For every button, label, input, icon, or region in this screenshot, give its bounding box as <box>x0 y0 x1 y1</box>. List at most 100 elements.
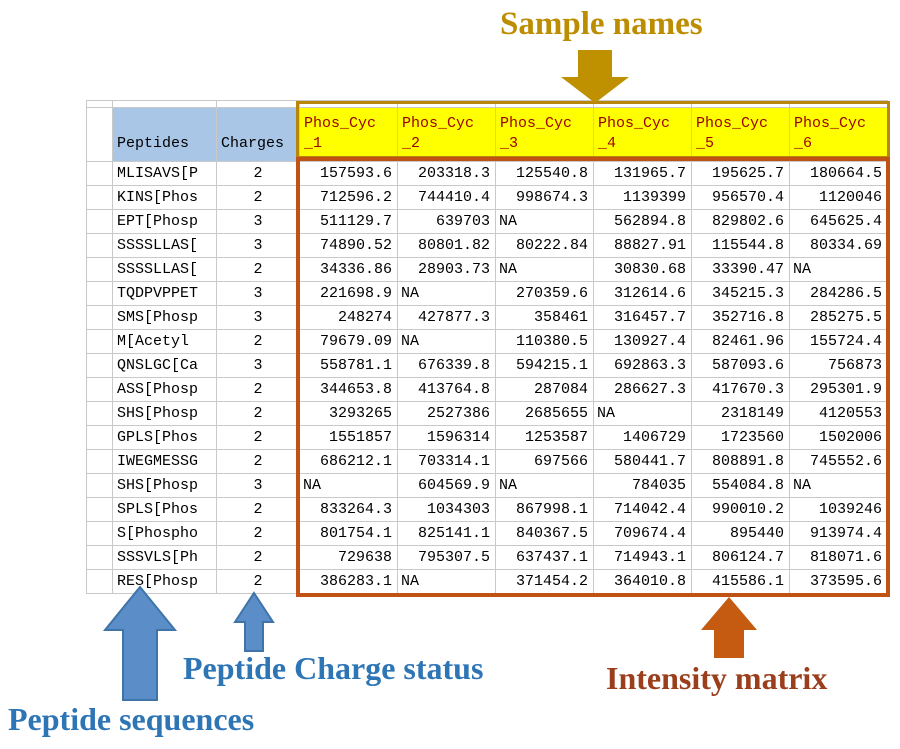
peptide-cell[interactable]: IWEGMESSG <box>113 450 217 474</box>
intensity-cell[interactable]: NA <box>790 258 888 282</box>
charge-cell[interactable]: 2 <box>217 402 300 426</box>
intensity-cell[interactable]: 316457.7 <box>594 306 692 330</box>
intensity-cell[interactable]: 115544.8 <box>692 234 790 258</box>
intensity-cell[interactable]: 2685655 <box>496 402 594 426</box>
intensity-cell[interactable]: NA <box>398 282 496 306</box>
charge-cell[interactable]: 3 <box>217 306 300 330</box>
intensity-cell[interactable]: 248274 <box>300 306 398 330</box>
intensity-cell[interactable]: 312614.6 <box>594 282 692 306</box>
intensity-cell[interactable]: 714042.4 <box>594 498 692 522</box>
intensity-cell[interactable]: 895440 <box>692 522 790 546</box>
intensity-cell[interactable]: 80222.84 <box>496 234 594 258</box>
intensity-cell[interactable]: 562894.8 <box>594 210 692 234</box>
peptide-cell[interactable]: GPLS[Phos <box>113 426 217 450</box>
intensity-cell[interactable]: 1596314 <box>398 426 496 450</box>
intensity-cell[interactable]: 82461.96 <box>692 330 790 354</box>
charge-cell[interactable]: 2 <box>217 162 300 186</box>
intensity-cell[interactable]: 373595.6 <box>790 570 888 594</box>
intensity-cell[interactable]: NA <box>496 258 594 282</box>
peptide-cell[interactable]: RES[Phosp <box>113 570 217 594</box>
intensity-cell[interactable]: 33390.47 <box>692 258 790 282</box>
intensity-cell[interactable]: 676339.8 <box>398 354 496 378</box>
column-header-sample-2[interactable]: Phos_Cyc_2 <box>398 108 496 162</box>
intensity-cell[interactable]: NA <box>398 570 496 594</box>
intensity-cell[interactable]: 840367.5 <box>496 522 594 546</box>
intensity-cell[interactable]: 639703 <box>398 210 496 234</box>
intensity-cell[interactable]: 1039246 <box>790 498 888 522</box>
intensity-cell[interactable]: 74890.52 <box>300 234 398 258</box>
intensity-cell[interactable]: 712596.2 <box>300 186 398 210</box>
intensity-cell[interactable]: 79679.09 <box>300 330 398 354</box>
intensity-cell[interactable]: 30830.68 <box>594 258 692 282</box>
intensity-cell[interactable]: 284286.5 <box>790 282 888 306</box>
charge-cell[interactable]: 2 <box>217 498 300 522</box>
peptide-cell[interactable]: SHS[Phosp <box>113 474 217 498</box>
intensity-cell[interactable]: 1502006 <box>790 426 888 450</box>
peptide-cell[interactable]: QNSLGC[Ca <box>113 354 217 378</box>
intensity-cell[interactable]: 203318.3 <box>398 162 496 186</box>
intensity-cell[interactable]: 913974.4 <box>790 522 888 546</box>
intensity-cell[interactable]: 157593.6 <box>300 162 398 186</box>
intensity-cell[interactable]: 417670.3 <box>692 378 790 402</box>
peptide-cell[interactable]: SSSSLLAS[ <box>113 234 217 258</box>
charge-cell[interactable]: 2 <box>217 426 300 450</box>
intensity-cell[interactable]: 594215.1 <box>496 354 594 378</box>
intensity-cell[interactable]: 358461 <box>496 306 594 330</box>
intensity-cell[interactable]: 88827.91 <box>594 234 692 258</box>
charge-cell[interactable]: 2 <box>217 570 300 594</box>
intensity-cell[interactable]: 808891.8 <box>692 450 790 474</box>
intensity-cell[interactable]: 131965.7 <box>594 162 692 186</box>
intensity-cell[interactable]: 604569.9 <box>398 474 496 498</box>
charge-cell[interactable]: 3 <box>217 282 300 306</box>
intensity-cell[interactable]: 580441.7 <box>594 450 692 474</box>
intensity-cell[interactable]: 286627.3 <box>594 378 692 402</box>
intensity-cell[interactable]: 80334.69 <box>790 234 888 258</box>
column-header-peptides[interactable]: Peptides <box>113 108 217 162</box>
intensity-cell[interactable]: 709674.4 <box>594 522 692 546</box>
peptide-cell[interactable]: M[Acetyl <box>113 330 217 354</box>
intensity-cell[interactable]: 990010.2 <box>692 498 790 522</box>
intensity-cell[interactable]: 697566 <box>496 450 594 474</box>
intensity-cell[interactable]: 130927.4 <box>594 330 692 354</box>
intensity-cell[interactable]: 998674.3 <box>496 186 594 210</box>
intensity-cell[interactable]: 287084 <box>496 378 594 402</box>
intensity-cell[interactable]: 558781.1 <box>300 354 398 378</box>
column-header-charges[interactable]: Charges <box>217 108 300 162</box>
intensity-cell[interactable]: 364010.8 <box>594 570 692 594</box>
intensity-cell[interactable]: 833264.3 <box>300 498 398 522</box>
peptide-cell[interactable]: SPLS[Phos <box>113 498 217 522</box>
intensity-cell[interactable]: 1551857 <box>300 426 398 450</box>
intensity-cell[interactable]: 285275.5 <box>790 306 888 330</box>
intensity-cell[interactable]: 756873 <box>790 354 888 378</box>
peptide-cell[interactable]: EPT[Phosp <box>113 210 217 234</box>
intensity-cell[interactable]: 352716.8 <box>692 306 790 330</box>
column-header-sample-5[interactable]: Phos_Cyc_5 <box>692 108 790 162</box>
peptide-cell[interactable]: TQDPVPPET <box>113 282 217 306</box>
intensity-cell[interactable]: 4120553 <box>790 402 888 426</box>
peptide-cell[interactable]: ASS[Phosp <box>113 378 217 402</box>
charge-cell[interactable]: 2 <box>217 546 300 570</box>
charge-cell[interactable]: 2 <box>217 378 300 402</box>
intensity-cell[interactable]: 645625.4 <box>790 210 888 234</box>
column-header-sample-3[interactable]: Phos_Cyc_3 <box>496 108 594 162</box>
intensity-cell[interactable]: 703314.1 <box>398 450 496 474</box>
peptide-cell[interactable]: SSSVLS[Ph <box>113 546 217 570</box>
intensity-cell[interactable]: 1139399 <box>594 186 692 210</box>
peptide-cell[interactable]: SHS[Phosp <box>113 402 217 426</box>
intensity-cell[interactable]: 345215.3 <box>692 282 790 306</box>
intensity-cell[interactable]: 818071.6 <box>790 546 888 570</box>
intensity-cell[interactable]: 180664.5 <box>790 162 888 186</box>
charge-cell[interactable]: 2 <box>217 258 300 282</box>
charge-cell[interactable]: 3 <box>217 210 300 234</box>
intensity-cell[interactable]: 2318149 <box>692 402 790 426</box>
intensity-cell[interactable]: NA <box>594 402 692 426</box>
intensity-cell[interactable]: 80801.82 <box>398 234 496 258</box>
intensity-cell[interactable]: 637437.1 <box>496 546 594 570</box>
intensity-cell[interactable]: 195625.7 <box>692 162 790 186</box>
intensity-cell[interactable]: 125540.8 <box>496 162 594 186</box>
intensity-cell[interactable]: 427877.3 <box>398 306 496 330</box>
intensity-cell[interactable]: 295301.9 <box>790 378 888 402</box>
intensity-cell[interactable]: 686212.1 <box>300 450 398 474</box>
charge-cell[interactable]: 3 <box>217 354 300 378</box>
intensity-cell[interactable]: 956570.4 <box>692 186 790 210</box>
